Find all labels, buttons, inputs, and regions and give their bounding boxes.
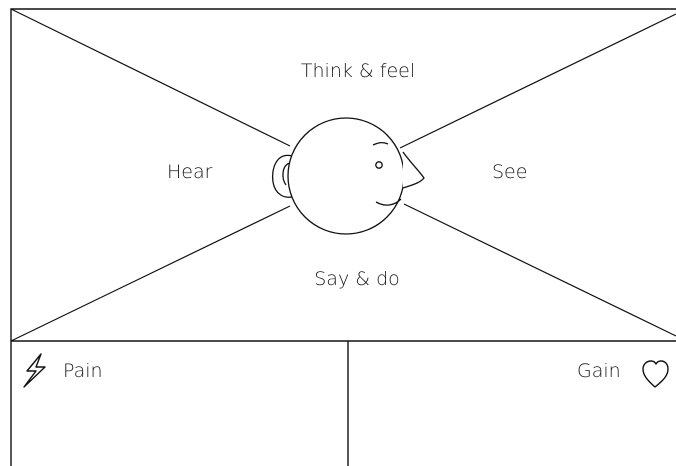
diagonal-top-left (11, 9, 290, 146)
gain-label: Gain (577, 362, 621, 381)
quadrant-label-bottom: Say & do (314, 270, 400, 289)
pain-label: Pain (63, 362, 103, 381)
diagonal-bottom-left (11, 206, 290, 341)
head-icon (273, 118, 424, 234)
diagonal-bottom-right (404, 204, 676, 336)
eye (376, 162, 382, 168)
quadrant-label-right: See (492, 163, 527, 182)
lightning-icon (24, 354, 45, 387)
head-circle (288, 118, 404, 234)
quadrant-label-top: Think & feel (301, 62, 415, 81)
nose-shape (403, 152, 424, 188)
heart-icon (643, 361, 668, 387)
quadrant-label-left: Hear (167, 163, 212, 182)
diagonal-top-right (400, 14, 676, 148)
